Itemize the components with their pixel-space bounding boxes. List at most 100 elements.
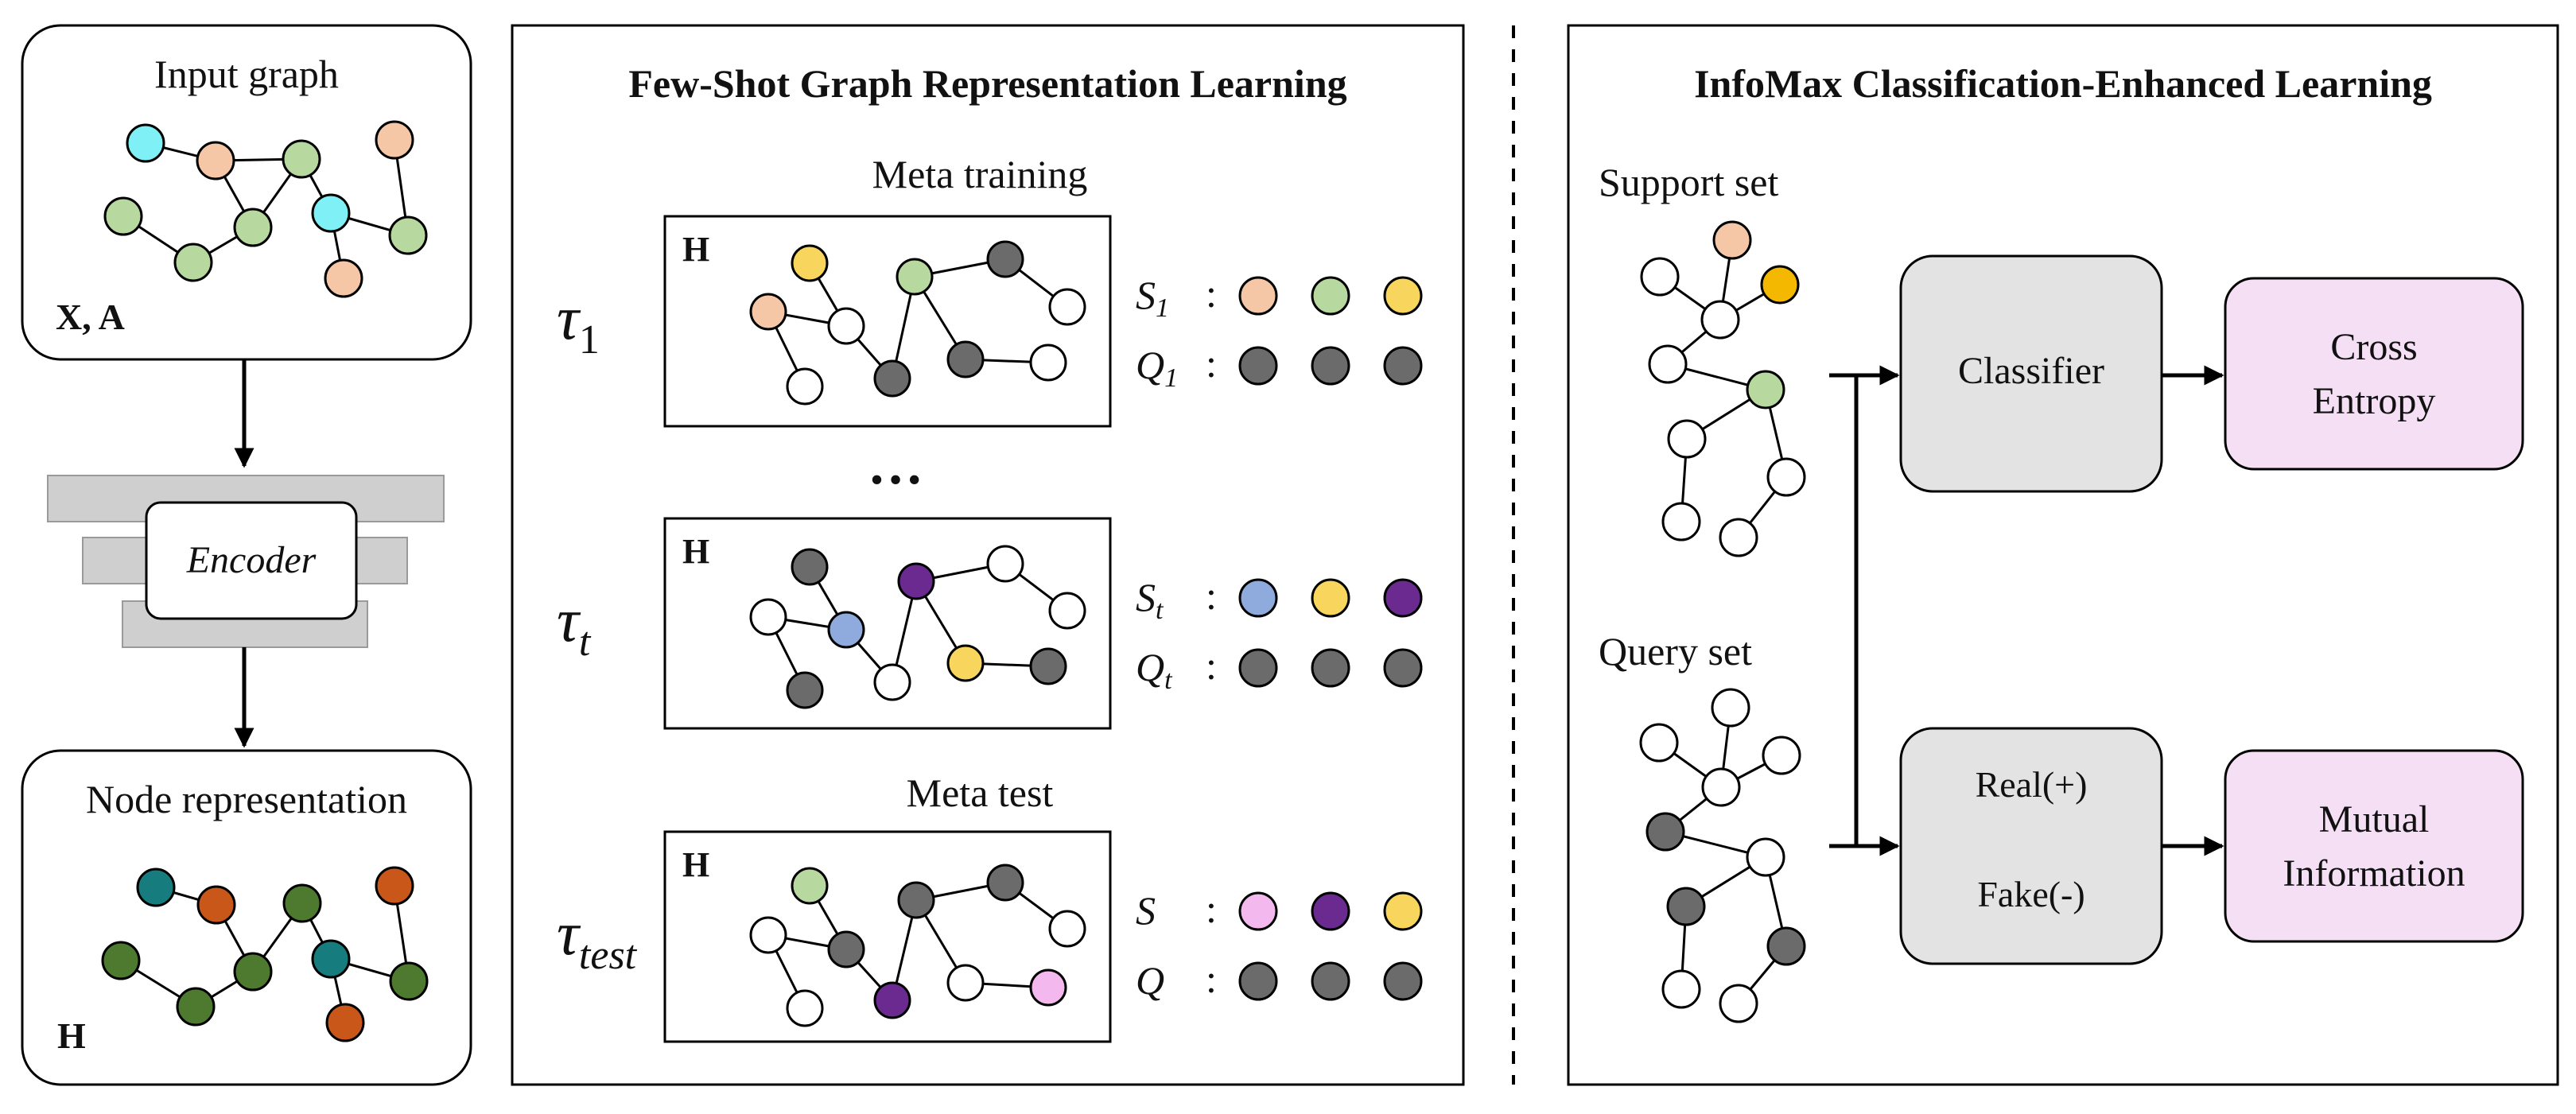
- task-graph-node: [786, 671, 824, 709]
- input-graph-node: [388, 215, 428, 255]
- right-panel: InfoMax Classification-Enhanced Learning…: [1567, 24, 2559, 1086]
- query-graph-node: [1661, 969, 1701, 1009]
- support-colon: :: [1206, 887, 1217, 931]
- task-graph-node: [986, 545, 1024, 583]
- support-set-symbol: S: [1136, 888, 1156, 933]
- input-graph-node: [233, 208, 273, 247]
- task-graph-node: [1048, 910, 1086, 948]
- support-set-subscript: 1: [1156, 293, 1169, 323]
- task-graph-node: [791, 548, 829, 586]
- node-repr-graph-node: [325, 1003, 365, 1042]
- support-sample-node: [1238, 276, 1278, 316]
- query-set-label: Query set: [1599, 629, 1752, 673]
- query-set-symbol: Q: [1136, 958, 1164, 1003]
- real-label: Real(+): [1976, 764, 2088, 805]
- task-h-label: H: [682, 845, 709, 884]
- node-representation-graph: [101, 866, 429, 1042]
- task-graph-node: [986, 240, 1024, 278]
- query-sample-node: [1311, 648, 1350, 688]
- query-graph-node: [1711, 688, 1750, 728]
- input-xa-label: X, A: [56, 297, 125, 337]
- node-repr-graph-node: [375, 866, 414, 906]
- query-graph-node: [1766, 926, 1806, 966]
- query-colon: :: [1206, 341, 1217, 386]
- task-graph-node: [827, 930, 865, 968]
- support-sample-node: [1383, 891, 1423, 931]
- query-set-subscript: 1: [1164, 363, 1178, 393]
- middle-panel-frame: [511, 24, 1465, 1086]
- query-sample-node: [1311, 961, 1350, 1001]
- meta-training-label: Meta training: [872, 152, 1088, 196]
- input-graph-title: Input graph: [154, 52, 339, 96]
- node-repr-graph-node: [311, 939, 351, 979]
- task-graph-node: [946, 644, 985, 682]
- support-graph-node: [1640, 257, 1680, 297]
- support-set-label: Support set: [1599, 160, 1779, 204]
- tau-label: τt: [557, 585, 592, 665]
- encoder-label: Encoder: [186, 539, 317, 581]
- node-repr-graph-node: [101, 941, 141, 980]
- left-column: Input graph X, A Encoder Node representa…: [21, 24, 472, 1086]
- task-graph-node: [986, 864, 1024, 902]
- task-graph-node: [786, 367, 824, 406]
- cross-entropy-line1: Cross: [2330, 326, 2417, 368]
- support-graph-node: [1760, 265, 1800, 305]
- meta-test-label: Meta test: [907, 770, 1054, 815]
- support-sample-node: [1238, 578, 1278, 618]
- task-graph-node: [897, 562, 935, 600]
- query-sample-node: [1383, 648, 1423, 688]
- query-sample-node: [1238, 961, 1278, 1001]
- input-graph-node: [282, 139, 321, 179]
- support-graph-node: [1719, 518, 1758, 557]
- task-graph-node: [827, 611, 865, 649]
- task-graph-node: [873, 663, 911, 701]
- support-sample-node: [1311, 578, 1350, 618]
- query-colon: :: [1206, 643, 1217, 688]
- task-graph-node: [896, 258, 934, 296]
- encoder-block: Encoder: [47, 475, 445, 648]
- output-h-label: H: [57, 1015, 86, 1056]
- right-panel-title: InfoMax Classification-Enhanced Learning: [1694, 61, 2432, 106]
- query-sample-node: [1311, 346, 1350, 386]
- node-representation-title: Node representation: [86, 777, 407, 821]
- task-graph-node: [786, 989, 824, 1027]
- cross-entropy-line2: Entropy: [2313, 380, 2436, 422]
- task-graph-node: [1029, 647, 1067, 685]
- support-graph-node: [1700, 300, 1740, 340]
- tau-label: τ1: [557, 283, 600, 363]
- support-set-graph: [1640, 220, 1806, 557]
- support-sample-node: [1311, 891, 1350, 931]
- mutual-info-line2: Information: [2283, 852, 2465, 895]
- task-graph-node: [827, 307, 865, 345]
- node-repr-graph-node: [136, 868, 176, 907]
- query-graph-node: [1701, 767, 1741, 807]
- ellipsis: …: [868, 435, 923, 496]
- task-graph-node: [873, 981, 911, 1019]
- support-graph-node: [1661, 502, 1701, 541]
- support-graph-node: [1766, 457, 1806, 497]
- support-sample-node: [1238, 891, 1278, 931]
- query-sample-node: [1383, 961, 1423, 1001]
- support-graph-node: [1667, 419, 1707, 459]
- node-representation-box: [21, 749, 472, 1086]
- query-graph-node: [1645, 812, 1685, 852]
- query-sample-node: [1238, 346, 1278, 386]
- query-set-graph: [1639, 688, 1806, 1023]
- encoder-core: [145, 501, 358, 620]
- fake-label: Fake(-): [1977, 874, 2085, 914]
- node-repr-graph-node: [389, 961, 429, 1001]
- mutual-information-box: [2224, 749, 2524, 943]
- task-graph-node: [1029, 968, 1067, 1007]
- node-repr-graph-node: [282, 883, 322, 923]
- support-sample-node: [1383, 578, 1423, 618]
- input-graph-node: [173, 243, 213, 282]
- support-graph-node: [1746, 370, 1785, 410]
- support-graph-node: [1648, 344, 1688, 384]
- task-graph-node: [749, 916, 787, 954]
- task-graph: [749, 545, 1086, 709]
- support-sample-node: [1383, 276, 1423, 316]
- node-repr-graph-node: [196, 885, 236, 925]
